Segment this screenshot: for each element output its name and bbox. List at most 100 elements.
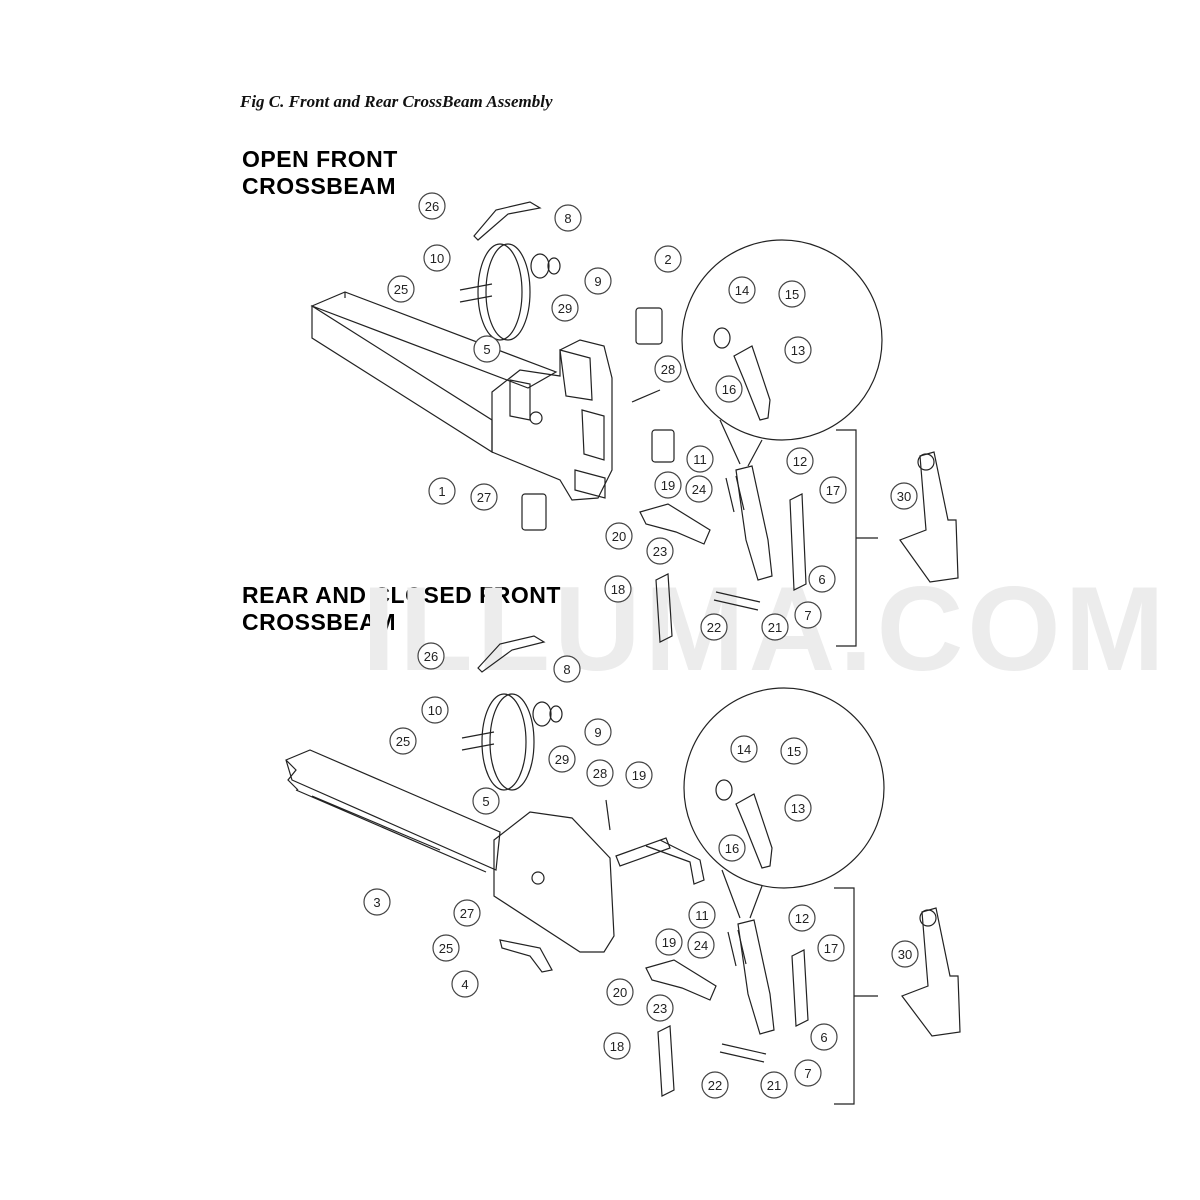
svg-text:10: 10 <box>428 703 442 718</box>
svg-text:5: 5 <box>482 794 489 809</box>
svg-text:29: 29 <box>558 301 572 316</box>
callout: 23 <box>646 537 674 565</box>
pulley-5-rim <box>485 243 531 341</box>
svg-text:28: 28 <box>593 766 607 781</box>
svg-text:5: 5 <box>483 342 490 357</box>
callout: 7 <box>794 601 822 629</box>
callout: 18 <box>604 575 632 603</box>
svg-text:8: 8 <box>563 662 570 677</box>
callout: 28 <box>654 355 682 383</box>
callout: 15 <box>780 737 808 765</box>
svg-text:20: 20 <box>612 529 626 544</box>
group-bracket-bottom <box>834 887 878 1105</box>
callout: 12 <box>786 447 814 475</box>
svg-text:25: 25 <box>396 734 410 749</box>
callout: 20 <box>606 978 634 1006</box>
section-title-line: CROSSBEAM <box>242 609 397 635</box>
detail-leader-b <box>721 869 763 919</box>
callout: 20 <box>605 522 633 550</box>
crossbeam-3 <box>285 749 501 873</box>
svg-text:30: 30 <box>898 947 912 962</box>
svg-text:9: 9 <box>594 274 601 289</box>
svg-text:9: 9 <box>594 725 601 740</box>
section-title-rear-closed-front: REAR AND CLOSED FRONT CROSSBEAM <box>242 582 561 636</box>
callout: 10 <box>421 696 449 724</box>
pulley-shaft <box>459 283 493 303</box>
plate-20-b <box>645 959 717 1001</box>
callout: 27 <box>453 899 481 927</box>
callout: 17 <box>817 934 845 962</box>
pulley-5-b <box>481 693 527 791</box>
svg-text:18: 18 <box>610 1039 624 1054</box>
callout: 3 <box>363 888 391 916</box>
svg-text:22: 22 <box>708 1078 722 1093</box>
svg-text:7: 7 <box>804 1066 811 1081</box>
callout: 8 <box>553 655 581 683</box>
callout: 2 <box>654 245 682 273</box>
callout: 29 <box>551 294 579 322</box>
svg-text:11: 11 <box>693 452 707 467</box>
callout: 5 <box>473 335 501 363</box>
svg-text:4: 4 <box>461 977 468 992</box>
pulley-shaft-b <box>461 731 495 751</box>
pulley-5-b-rim <box>489 693 535 791</box>
section-title-line: CROSSBEAM <box>242 173 397 199</box>
svg-text:15: 15 <box>785 287 799 302</box>
svg-text:24: 24 <box>692 482 706 497</box>
callout: 16 <box>715 375 743 403</box>
svg-text:30: 30 <box>897 489 911 504</box>
callout: 11 <box>688 901 716 929</box>
svg-text:26: 26 <box>425 199 439 214</box>
cover-plate-8-b <box>477 635 546 673</box>
washer-29 <box>530 253 550 279</box>
svg-text:25: 25 <box>394 282 408 297</box>
hole <box>529 411 543 425</box>
crossbeam-3-open-end <box>285 759 299 791</box>
assembly-30-b-roller <box>919 909 937 927</box>
svg-text:26: 26 <box>424 649 438 664</box>
bolt-28 <box>631 389 661 403</box>
callout: 22 <box>701 1071 729 1099</box>
arm-13-detail-b <box>735 793 773 869</box>
svg-text:8: 8 <box>564 211 571 226</box>
figure-caption: Fig C. Front and Rear CrossBeam Assembly <box>240 92 553 111</box>
svg-text:16: 16 <box>725 841 739 856</box>
callouts-bottom: 26 8 10 9 25 29 5 28 19 14 15 13 16 3 27… <box>363 642 919 1099</box>
top-assembly-drawing <box>310 201 959 647</box>
callout: 29 <box>548 745 576 773</box>
callout: 13 <box>784 794 812 822</box>
block-2c <box>521 493 547 531</box>
svg-text:24: 24 <box>694 938 708 953</box>
callout: 30 <box>891 940 919 968</box>
callout: 7 <box>794 1059 822 1087</box>
svg-text:25: 25 <box>439 941 453 956</box>
callout: 9 <box>584 718 612 746</box>
end-plate <box>491 339 613 501</box>
svg-text:12: 12 <box>795 911 809 926</box>
svg-text:28: 28 <box>661 362 675 377</box>
pulley-5 <box>477 243 523 341</box>
detail-circle-top <box>681 239 883 441</box>
svg-text:12: 12 <box>793 454 807 469</box>
callout: 27 <box>470 483 498 511</box>
svg-text:11: 11 <box>695 908 709 923</box>
pin-7 <box>713 591 761 611</box>
svg-text:10: 10 <box>430 251 444 266</box>
callout: 6 <box>810 1023 838 1051</box>
svg-text:22: 22 <box>707 620 721 635</box>
hole-b <box>531 871 545 885</box>
bracket-17 <box>789 493 807 591</box>
assembly-30 <box>899 451 959 583</box>
svg-text:6: 6 <box>820 1030 827 1045</box>
roller-14-detail-b <box>715 779 733 801</box>
spring-11 <box>725 475 745 513</box>
svg-text:15: 15 <box>787 744 801 759</box>
callout: 26 <box>417 642 445 670</box>
callout: 5 <box>472 787 500 815</box>
bracket-17-b <box>791 949 809 1027</box>
callout: 21 <box>760 1071 788 1099</box>
svg-text:17: 17 <box>826 483 840 498</box>
svg-text:3: 3 <box>373 895 380 910</box>
roller-14-detail <box>713 327 731 349</box>
